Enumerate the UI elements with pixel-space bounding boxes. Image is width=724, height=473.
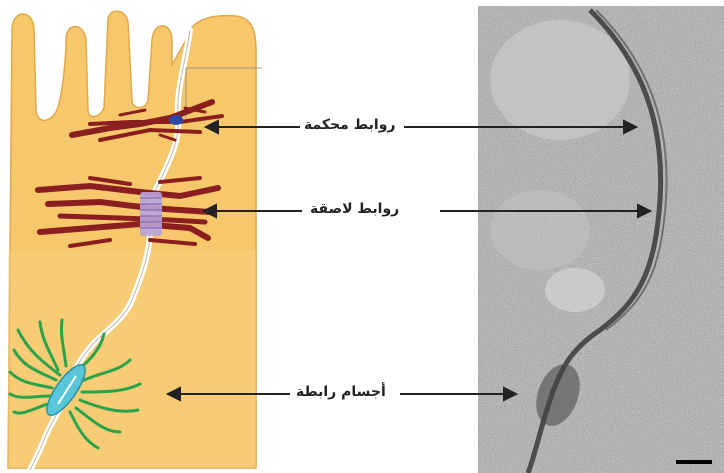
label-tight-junctions: روابط محكمة (300, 117, 399, 133)
scale-bar (676, 460, 712, 464)
adherens-junction-band (140, 192, 162, 236)
label-desmosomes: أجسام رابطة (292, 384, 390, 400)
label-adherens-junctions: روابط لاصقة (306, 201, 403, 217)
tight-junction-dot (169, 115, 183, 125)
cell-illustration (8, 11, 262, 470)
electron-micrograph (478, 6, 724, 473)
